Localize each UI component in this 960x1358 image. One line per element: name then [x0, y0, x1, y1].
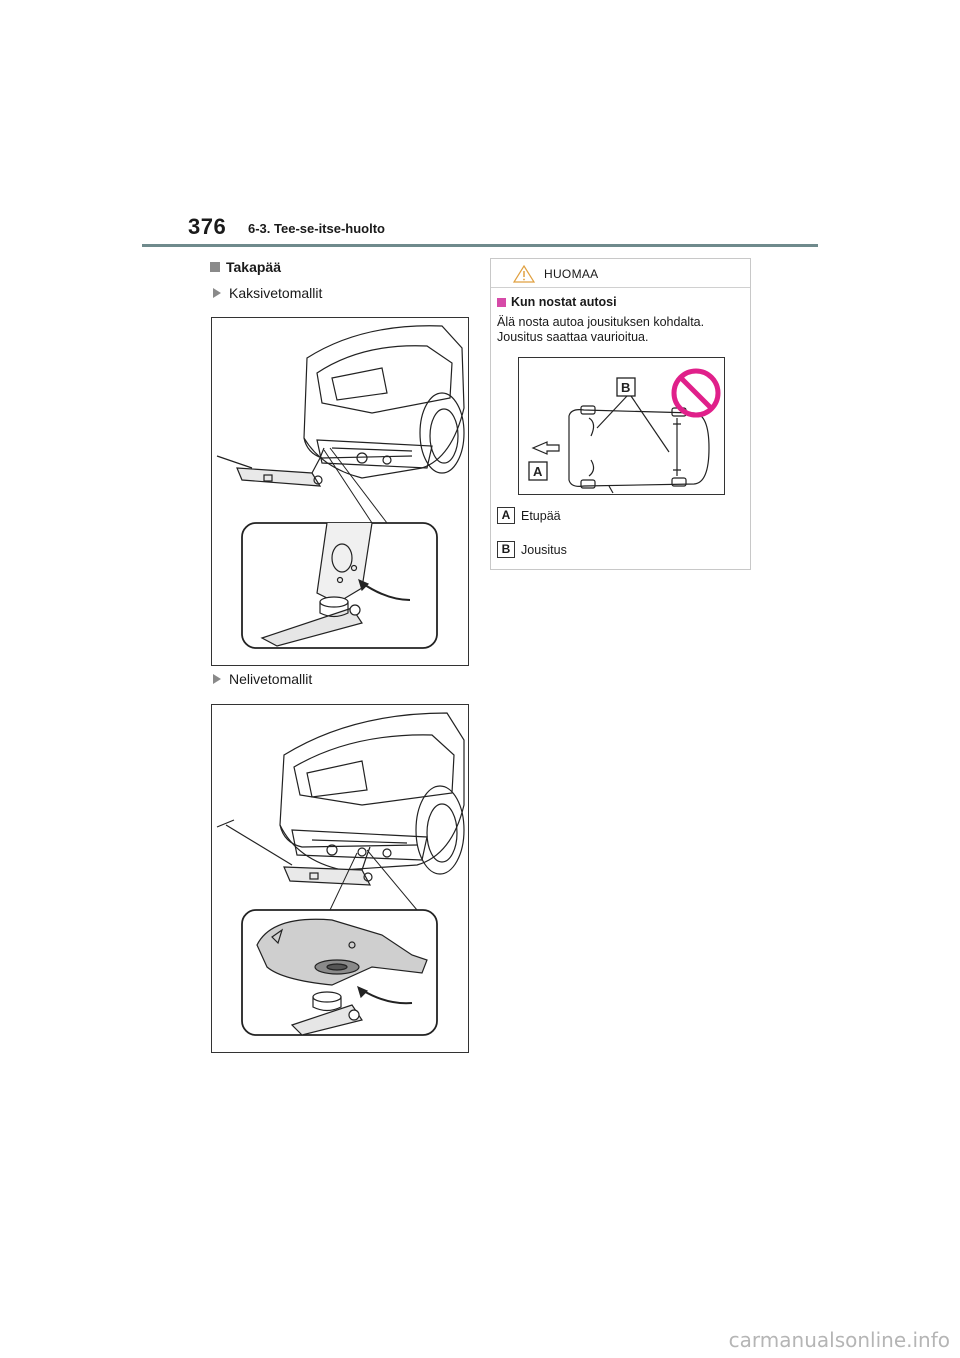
svg-text:B: B [621, 380, 630, 395]
section-heading: Takapää [210, 259, 281, 275]
triangle-bullet-icon [213, 288, 221, 298]
bullet-label: Kaksivetomallit [229, 285, 323, 301]
label-a-text: Etupää [521, 508, 561, 523]
prohibited-icon [671, 368, 721, 418]
warning-triangle-icon [513, 265, 535, 283]
legend-b: B Jousitus [497, 541, 567, 558]
figure-two-wheel-drive-jack [211, 317, 469, 666]
caution-heading-text: Kun nostat autosi [511, 295, 617, 309]
square-bullet-icon [497, 297, 506, 307]
watermark: carmanualsonline.info [728, 1328, 950, 1352]
caution-header: HUOMAA [491, 259, 750, 288]
bullet-label: Nelivetomallit [229, 671, 313, 687]
label-b-text: Jousitus [521, 542, 567, 557]
label-a-box: A [497, 507, 515, 524]
header-rule [142, 244, 818, 247]
rear-jack-illustration [216, 712, 465, 1036]
section-title: Takapää [226, 259, 281, 275]
figure-four-wheel-drive-jack [211, 704, 469, 1053]
chapter-title: 6-3. Tee-se-itse-huolto [248, 221, 386, 236]
caution-title: HUOMAA [544, 267, 599, 281]
bullet-four-wheel-drive: Nelivetomallit [213, 671, 312, 687]
caution-subheading: Kun nostat autosi [497, 295, 617, 309]
caution-box: HUOMAA Kun nostat autosi Älä nosta autoa… [490, 258, 751, 570]
suspension-diagram: B A [518, 357, 725, 495]
car-topview-illustration: B A [528, 368, 721, 494]
bullet-two-wheel-drive: Kaksivetomallit [213, 285, 322, 301]
caution-body-text: Älä nosta autoa jousituksen kohdalta. Jo… [497, 315, 705, 344]
square-bullet-icon [210, 262, 220, 272]
legend-a: A Etupää [497, 507, 561, 524]
rear-jack-illustration [216, 325, 465, 649]
page-number: 376 [188, 214, 227, 239]
triangle-bullet-icon [213, 674, 221, 684]
svg-text:A: A [533, 464, 543, 479]
label-b-box: B [497, 541, 515, 558]
